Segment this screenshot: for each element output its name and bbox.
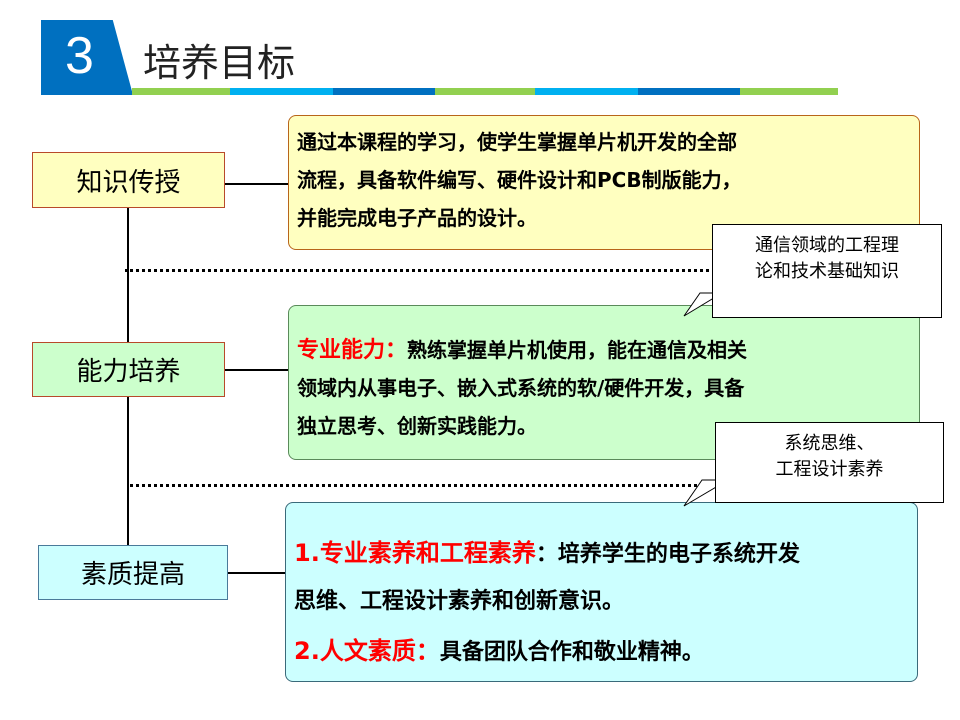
callout-text: 通信领域的工程理 (755, 235, 899, 256)
connector-line (225, 183, 288, 185)
callout-text: 系统思维、 (784, 433, 875, 454)
stripe-segment (230, 88, 333, 95)
highlight-text: 专业能力： (297, 338, 408, 363)
stripe-segment (535, 88, 638, 95)
dotted-divider (130, 484, 715, 487)
knowledge-card: 通过本课程的学习，使学生掌握单片机开发的全部 流程，具备软件编写、硬件设计和PC… (288, 115, 920, 250)
highlight-text: 2.人文素质： (294, 637, 440, 665)
card-text: 具备团队合作和敬业精神。 (439, 640, 704, 665)
connector-line (127, 208, 129, 342)
card-text: ：培养学生的电子系统开发 (535, 542, 800, 567)
card-text: 领域内从事电子、嵌入式系统的软/硬件开发，具备 (297, 376, 745, 400)
stripe-segment (333, 88, 435, 95)
stripe-segment (132, 88, 230, 95)
callout-text: 论和技术基础知识 (755, 261, 899, 282)
card-text: 思维、工程设计素养和创新意识。 (294, 589, 625, 614)
connector-line (228, 572, 288, 574)
callout-knowledge: 通信领域的工程理 论和技术基础知识 (712, 224, 942, 318)
page-title: 培养目标 (143, 41, 296, 85)
card-text: 并能完成电子产品的设计。 (297, 206, 537, 230)
stripe-segment (435, 88, 535, 95)
quality-card: 1.专业素养和工程素养：培养学生的电子系统开发 思维、工程设计素养和创新意识。 … (285, 502, 918, 682)
card-text: 独立思考、创新实践能力。 (297, 414, 537, 438)
stripe-segment (638, 88, 740, 95)
category-quality: 素质提高 (38, 545, 228, 600)
connector-line (127, 397, 129, 545)
card-text: 流程，具备软件编写、硬件设计和PCB制版能力， (297, 168, 742, 192)
stripe-segment (740, 88, 838, 95)
dotted-divider (125, 269, 715, 272)
category-knowledge: 知识传授 (32, 152, 225, 208)
callout-text: 工程设计素养 (775, 459, 884, 480)
callout-quality: 系统思维、 工程设计素养 (715, 422, 944, 503)
category-ability: 能力培养 (32, 342, 225, 397)
connector-line (225, 369, 288, 371)
card-text: 熟练掌握单片机使用，能在通信及相关 (407, 338, 748, 362)
card-text: 通过本课程的学习，使学生掌握单片机开发的全部 (297, 130, 737, 154)
section-number: 3 (65, 27, 94, 85)
highlight-text: 1.专业素养和工程素养 (294, 539, 536, 567)
